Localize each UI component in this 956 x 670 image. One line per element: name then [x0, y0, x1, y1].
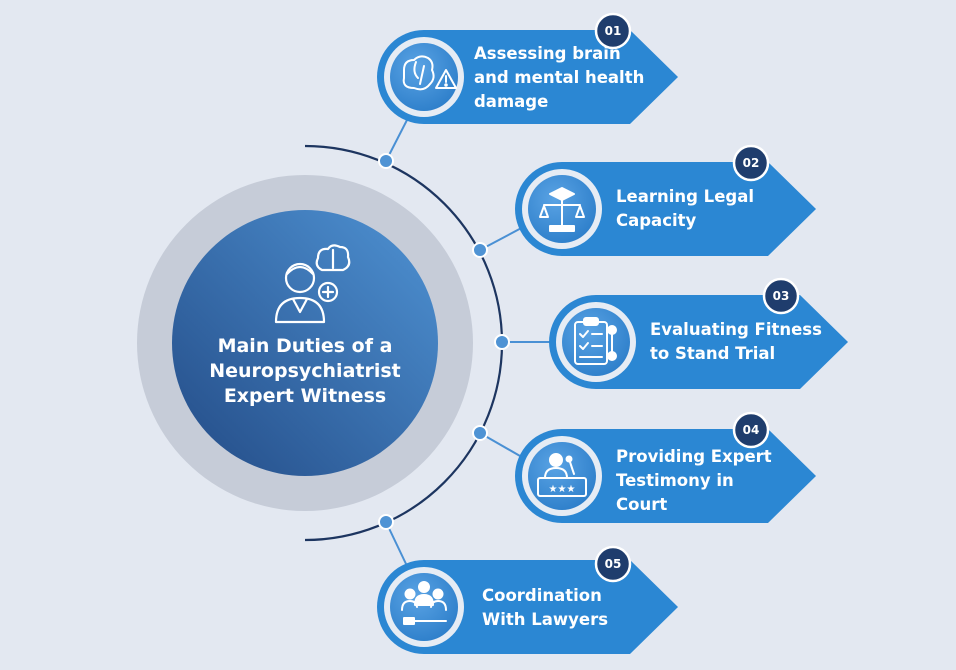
clipboard-checklist-icon — [574, 317, 617, 365]
step-05-line-2: With Lawyers — [482, 610, 609, 629]
lawyers-gavel-icon — [401, 581, 447, 625]
connector-dots — [378, 153, 510, 530]
step-number-02: 02 — [742, 156, 760, 170]
step-04-line-2: Testimony in — [616, 471, 734, 490]
step-02-line-1: Learning Legal — [616, 187, 754, 206]
title-line-2: Neuropsychiatrist — [209, 360, 401, 382]
step-01-line-1: Assessing brain — [474, 44, 621, 63]
scales-graduation-cap-icon — [539, 187, 585, 232]
diagram-title: Main Duties of a Neuropsychiatrist Exper… — [190, 334, 420, 409]
step-label-05: Coordination With Lawyers — [482, 584, 608, 632]
step-02-line-2: Capacity — [616, 211, 697, 230]
witness-stand-icon: ★★★ — [537, 453, 587, 497]
step-05-line-1: Coordination — [482, 586, 602, 605]
step-04-line-3: Court — [616, 495, 668, 514]
step-01-line-2: and mental health — [474, 68, 645, 87]
brain-warning-icon — [402, 55, 457, 91]
step-number-05: 05 — [604, 557, 622, 571]
step-number-04: 04 — [742, 423, 760, 437]
number-badges — [594, 12, 800, 583]
step-card-01 — [377, 30, 678, 124]
step-number-03: 03 — [772, 289, 790, 303]
step-label-03: Evaluating Fitness to Stand Trial — [650, 318, 822, 366]
svg-text:★★★: ★★★ — [549, 484, 576, 495]
step-card-05 — [377, 560, 678, 654]
step-label-04: Providing Expert Testimony in Court — [616, 445, 772, 517]
step-number-01: 01 — [604, 24, 622, 38]
title-line-3: Expert Witness — [223, 385, 387, 407]
step-04-line-1: Providing Expert — [616, 447, 772, 466]
step-03-line-2: to Stand Trial — [650, 344, 776, 363]
step-label-02: Learning Legal Capacity — [616, 185, 754, 233]
step-label-01: Assessing brain and mental health damage — [474, 42, 644, 114]
step-01-line-3: damage — [474, 92, 549, 111]
title-line-1: Main Duties of a — [217, 335, 393, 357]
step-03-line-1: Evaluating Fitness — [650, 320, 822, 339]
center-hub — [172, 210, 438, 476]
neuropsychiatrist-icon — [274, 244, 351, 324]
